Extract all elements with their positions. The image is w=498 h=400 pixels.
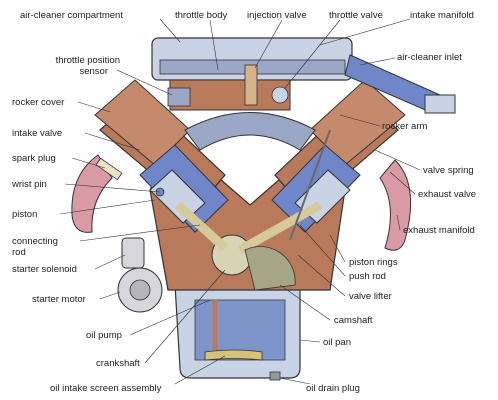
label-connecting-rod-line2: rod [12,247,26,258]
label-intake-valve: intake valve [12,128,63,139]
label-oil-pump: oil pump [86,330,122,341]
leader-lines [59,18,421,385]
throttle-position-sensor [167,87,191,107]
spark-plug-shape [95,157,123,181]
oil-intake-screen [204,349,263,361]
left-connecting-rod [174,201,229,252]
label-throttle-position-sensor-line1: throttle position [55,55,120,66]
label-oil-intake-screen-assembly: oil intake screen assembly [50,383,162,394]
label-throttle-body: throttle body [175,10,228,21]
label-air-cleaner-inlet: air-cleaner inlet [397,52,462,63]
label-intake-manifold: intake manifold [410,10,474,21]
label-throttle-valve: throttle valve [329,10,383,21]
left-piston [149,169,206,224]
right-connecting-rod [237,201,323,254]
camshaft-shape [244,246,296,291]
label-wrist-pin: wrist pin [12,179,47,190]
label-crankshaft: crankshaft [96,358,140,369]
label-starter-solenoid: starter solenoid [12,264,77,275]
label-exhaust-valve: exhaust valve [418,189,477,200]
label-exhaust-manifold: exhaust manifold [403,225,475,236]
throttle-valve [271,86,289,104]
label-rocker-arm: rocker arm [382,121,428,132]
intake-manifold [184,112,316,151]
label-connecting-rod-line1: connecting [12,236,58,247]
label-starter-motor: starter motor [32,294,86,305]
label-push-rod: push rod [349,271,386,282]
label-valve-spring: valve spring [423,165,474,176]
label-rocker-cover: rocker cover [12,97,65,108]
label-throttle-position-sensor-line2: sensor [79,66,108,77]
label-camshaft: camshaft [334,315,373,326]
label-spark-plug: spark plug [12,153,56,164]
label-oil-pan: oil pan [323,337,351,348]
label-injection-valve: injection valve [247,10,307,21]
label-piston: piston [12,209,38,220]
label-piston-rings: piston rings [349,257,398,268]
left-exhaust-manifold [71,154,113,233]
push-rod-shape [289,129,331,241]
label-valve-lifter: valve lifter [349,291,392,302]
label-air-cleaner-compartment: air-cleaner compartment [20,10,123,21]
right-exhaust-manifold [379,159,412,251]
label-oil-drain-plug: oil drain plug [306,383,360,394]
oil-drain-plug-shape [269,371,281,381]
injection-valve [244,64,258,106]
starter-solenoid-shape [121,237,145,269]
